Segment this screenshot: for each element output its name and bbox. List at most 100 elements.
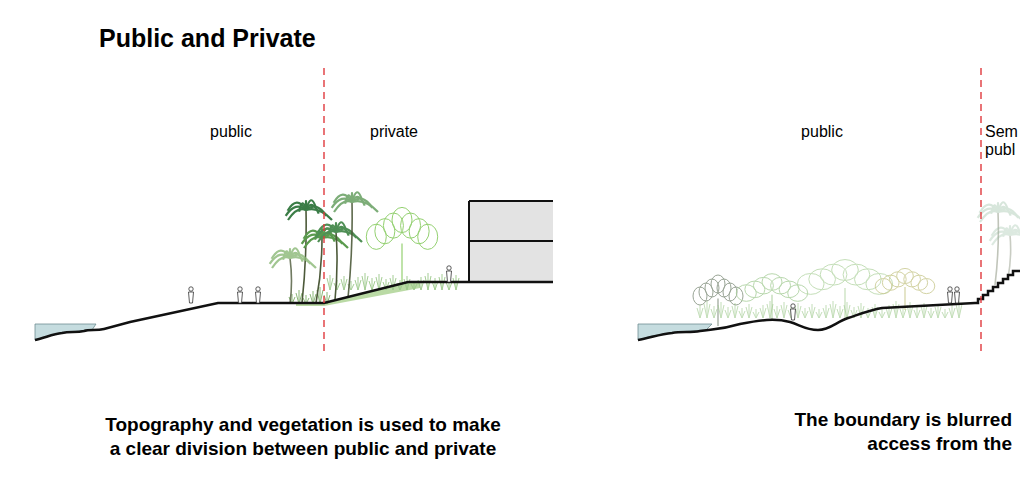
person-figure — [238, 287, 243, 303]
shrub-stroke — [362, 273, 368, 290]
boundary-line — [980, 68, 981, 356]
person-body — [238, 292, 243, 303]
shrub-stroke — [809, 304, 815, 318]
person-body — [256, 292, 261, 303]
shrub-stroke — [823, 305, 829, 318]
building — [469, 201, 553, 282]
palm-frond — [334, 195, 352, 203]
people — [791, 287, 960, 320]
zone-label: public — [801, 123, 843, 141]
palm-frond — [306, 209, 332, 220]
person-head — [791, 304, 795, 308]
shrub-stroke — [739, 308, 745, 318]
palm-frond — [318, 225, 336, 233]
shrub-outline — [736, 274, 807, 320]
shrub-stroke — [355, 277, 361, 290]
person-figure — [447, 266, 452, 282]
diagram-title: Public and Private — [99, 24, 316, 52]
person-head — [256, 287, 260, 291]
canopy-outline — [729, 287, 743, 305]
shrub-stroke — [907, 302, 913, 318]
zone-label: private — [370, 123, 418, 141]
palm-frond — [352, 201, 378, 212]
shrub-stroke — [844, 302, 850, 318]
person-figure — [948, 287, 953, 303]
boundary-line — [323, 68, 324, 356]
left-section — [35, 68, 553, 356]
shrub-stroke — [879, 309, 885, 318]
people — [189, 266, 452, 303]
right-section — [638, 68, 1020, 356]
shrub-stroke — [767, 301, 773, 318]
person-figure — [189, 287, 194, 303]
palm-trunk — [1008, 235, 1011, 278]
shrub-stroke — [928, 308, 934, 318]
shrub-stroke — [432, 278, 438, 290]
tree-trunk — [717, 299, 718, 327]
person-body — [791, 309, 796, 320]
shrub-stroke — [795, 303, 801, 318]
deciduous-tree — [366, 207, 437, 282]
palm-trunk — [290, 258, 292, 304]
palm-trunk — [348, 202, 352, 298]
zone-label: Sem publ — [985, 123, 1018, 159]
palm-frond — [322, 235, 342, 244]
palm-frond — [290, 257, 316, 268]
person-head — [447, 266, 451, 270]
person-body — [447, 271, 452, 282]
palm-frond — [336, 229, 356, 238]
shrub-stroke — [837, 306, 843, 318]
palm-frond — [322, 237, 348, 248]
shrub-stroke — [753, 309, 759, 318]
palm-tree — [316, 222, 362, 300]
building-outline — [469, 201, 553, 282]
shrub-stroke — [746, 304, 752, 318]
palm-frond — [1010, 232, 1020, 241]
shrub-stroke — [802, 308, 808, 318]
shrub-stroke — [914, 307, 920, 318]
shrub-stroke — [858, 303, 864, 318]
shrub-stroke — [760, 305, 766, 318]
shrub-stroke — [893, 301, 899, 318]
person-figure — [791, 304, 796, 320]
vegetation — [693, 202, 1020, 326]
palm-frond — [290, 255, 310, 264]
person-head — [955, 287, 959, 291]
shrub-stroke — [718, 302, 724, 318]
palm-frond — [306, 207, 326, 216]
canopy-outline — [418, 224, 438, 249]
shrub-outline — [875, 268, 935, 310]
palm-frond — [1010, 234, 1020, 245]
tree-trunk — [401, 244, 402, 283]
palm-frond — [272, 251, 290, 259]
palm-tree — [332, 192, 378, 298]
person-body — [955, 292, 960, 303]
shrub-stroke — [942, 309, 948, 318]
tree-trunk — [844, 288, 845, 320]
palm-frond — [288, 203, 306, 211]
person-figure — [256, 287, 261, 303]
palm-tree — [302, 228, 348, 303]
caption-text: Topography and vegetation is used to mak… — [98, 413, 508, 461]
palm-frond — [992, 228, 1010, 236]
shrub-stroke — [697, 305, 703, 318]
ground-line — [638, 271, 1020, 340]
shrub-stroke — [732, 303, 738, 318]
palm-frond — [998, 209, 1018, 218]
person-head — [948, 287, 952, 291]
person-head — [238, 287, 242, 291]
palm-frond — [980, 205, 998, 213]
canopy-outline — [918, 279, 935, 294]
shrub-outline — [797, 260, 892, 320]
palm-tree — [270, 248, 316, 304]
shrubs — [697, 301, 962, 318]
canopy-outline — [866, 273, 893, 294]
palm-trunk — [335, 232, 337, 300]
zone-label: public — [210, 123, 252, 141]
person-body — [189, 292, 194, 303]
palm-trunk — [316, 238, 322, 303]
person-figure — [955, 287, 960, 303]
shrub-stroke — [725, 307, 731, 318]
shrub-stroke — [418, 277, 424, 290]
tree-outline — [693, 275, 743, 326]
